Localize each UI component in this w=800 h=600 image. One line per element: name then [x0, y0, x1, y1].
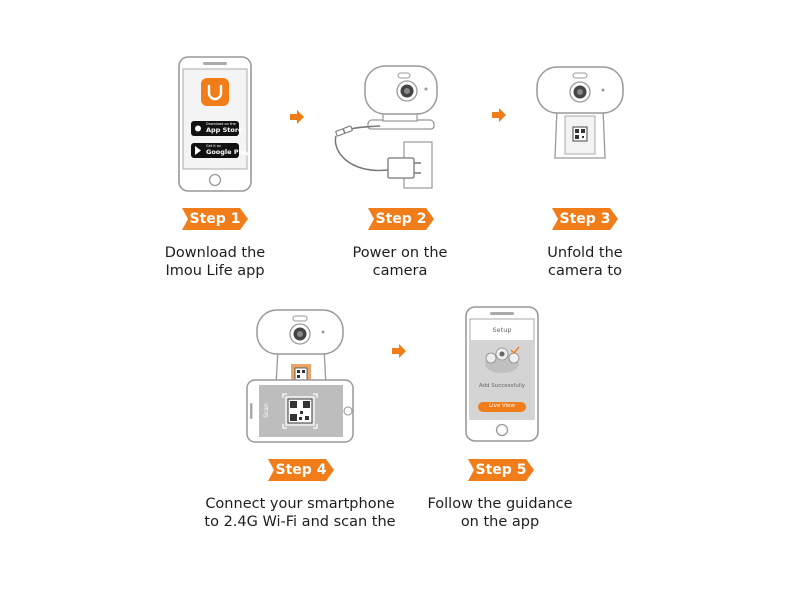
step3-camera-unfolded-illustration	[535, 64, 625, 164]
arrow-right-icon	[290, 110, 304, 124]
app-store-small-label: Download on the	[206, 122, 236, 126]
step1-label: Step 1	[189, 211, 241, 227]
google-play-small-label: Get it on	[206, 144, 222, 148]
step3-badge: Step 3	[552, 208, 618, 230]
add-successfully-text: Add Successfully	[478, 383, 526, 389]
step2-caption: Power on the camera	[320, 244, 480, 280]
step3-caption-line2: camera to	[548, 263, 622, 279]
google-play-button: Google Play	[206, 148, 250, 156]
live-view-button: Live View	[488, 403, 516, 409]
step3-caption: Unfold the camera to	[505, 244, 665, 280]
step5-caption-line2: on the app	[460, 514, 540, 530]
arrow-right-icon	[492, 108, 506, 122]
step2-label: Step 2	[375, 211, 427, 227]
step1-caption-line1: Download the	[164, 245, 266, 261]
step2-badge: Step 2	[368, 208, 434, 230]
step4-caption: Connect your smartphone to 2.4G Wi-Fi an…	[195, 495, 405, 531]
step5-badge: Step 5	[468, 459, 534, 481]
step4-badge: Step 4	[268, 459, 334, 481]
step4-label: Step 4	[275, 462, 327, 478]
step3-label: Step 3	[559, 211, 611, 227]
setup-title: Setup	[492, 326, 512, 334]
step4-caption-line1: Connect your smartphone	[205, 496, 395, 512]
step1-caption-line2: Imou Life app	[165, 263, 265, 279]
step2-camera-power-illustration	[330, 62, 440, 192]
app-store-button: App Store	[206, 126, 243, 134]
step5-phone-success-illustration: Setup Add Successfully Live View	[465, 306, 539, 442]
step1-caption: Download the Imou Life app	[135, 244, 295, 280]
step5-caption-line1: Follow the guidance	[427, 496, 573, 512]
step4-caption-line2: to 2.4G Wi-Fi and scan the	[204, 514, 396, 530]
step2-caption-line2: camera	[372, 263, 428, 279]
step5-caption: Follow the guidance on the app	[420, 495, 580, 531]
step4-scan-qr-illustration: Scan	[245, 306, 355, 444]
step1-phone-illustration: Download on the App Store Get it on Goog…	[178, 56, 252, 192]
step3-caption-line1: Unfold the	[547, 245, 623, 261]
step5-label: Step 5	[475, 462, 527, 478]
step2-caption-line1: Power on the	[352, 245, 448, 261]
step1-badge: Step 1	[182, 208, 248, 230]
arrow-right-icon	[392, 344, 406, 358]
scan-label: Scan	[262, 403, 270, 418]
